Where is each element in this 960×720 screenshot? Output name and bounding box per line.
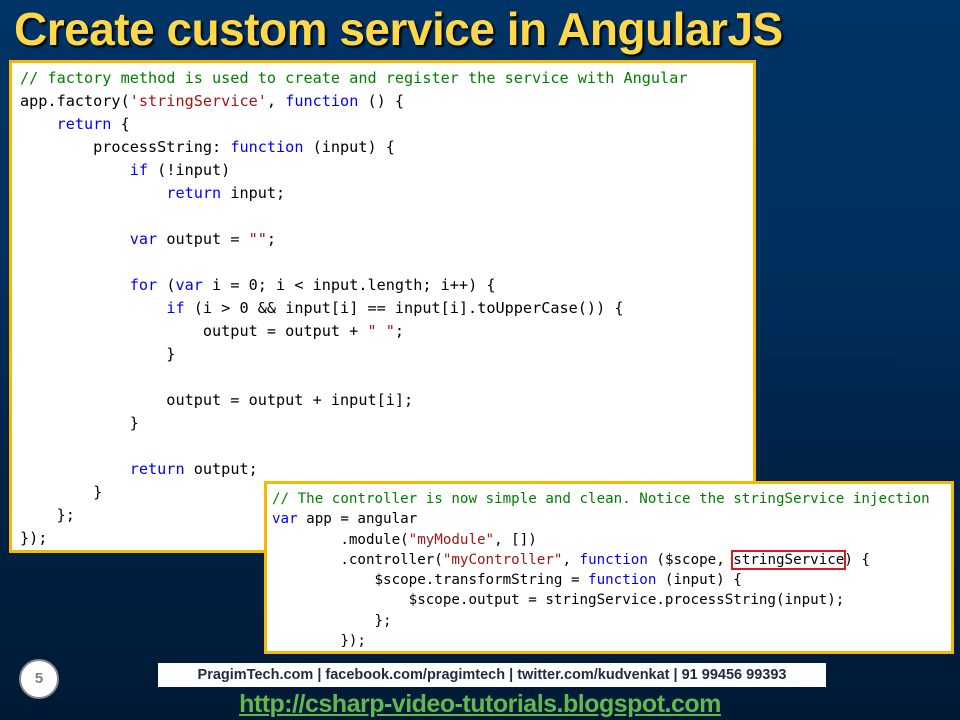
code-token: app = angular bbox=[297, 511, 418, 528]
code-token: ; bbox=[266, 230, 277, 248]
code-token: , bbox=[562, 551, 580, 568]
code-token: , []) bbox=[494, 531, 537, 548]
slide-title: Create custom service in AngularJS bbox=[14, 3, 783, 55]
code-token bbox=[20, 115, 57, 133]
code-token: return bbox=[166, 184, 222, 202]
code-token: $scope.transformString = bbox=[272, 572, 589, 589]
code-line: processString: function (input) { bbox=[20, 136, 753, 159]
code-line: .controller("myController", function ($s… bbox=[272, 549, 951, 570]
code-line: return input; bbox=[20, 182, 753, 205]
code-line: return { bbox=[20, 113, 753, 136]
highlighted-injection-token: stringService bbox=[731, 549, 847, 570]
code-line: if (!input) bbox=[20, 159, 753, 182]
code-line: // factory method is used to create and … bbox=[20, 67, 753, 90]
code-token: return bbox=[56, 115, 112, 133]
code-token: }; bbox=[272, 612, 392, 629]
code-token: // The controller is now simple and clea… bbox=[272, 491, 930, 507]
code-line: .module("myModule", []) bbox=[272, 530, 951, 550]
code-token: function bbox=[285, 92, 359, 110]
code-token bbox=[20, 276, 130, 294]
code-token: output = output + bbox=[20, 322, 368, 340]
code-line: // The controller is now simple and clea… bbox=[272, 489, 951, 509]
code-token: } bbox=[20, 345, 176, 363]
code-token: "myModule" bbox=[408, 531, 495, 548]
code-line bbox=[20, 366, 753, 389]
code-token: var bbox=[272, 511, 298, 528]
code-token: ) { bbox=[844, 551, 870, 568]
code-line: }; bbox=[272, 611, 951, 631]
code-line: } bbox=[20, 481, 753, 504]
code-line: for (var i = 0; i < input.length; i++) { bbox=[20, 274, 753, 297]
code-line: if (i > 0 && input[i] == input[i].toUppe… bbox=[20, 297, 753, 320]
code-token: (i > 0 && input[i] == input[i].toUpperCa… bbox=[184, 299, 624, 317]
code-line: app.factory('stringService', function ()… bbox=[20, 90, 753, 113]
code-token: (input) { bbox=[303, 138, 395, 156]
code-token: .controller( bbox=[272, 551, 443, 568]
code-token: var bbox=[175, 276, 203, 294]
code-token: ( bbox=[157, 276, 176, 294]
code-token: function bbox=[588, 572, 657, 589]
code-token: if bbox=[129, 161, 149, 179]
code-token: "myController" bbox=[442, 551, 563, 568]
code-line bbox=[20, 205, 753, 228]
code-token: .module( bbox=[272, 531, 409, 548]
code-token bbox=[20, 299, 166, 317]
code-line: }); bbox=[272, 631, 951, 651]
code-token: if bbox=[166, 299, 185, 317]
code-token: output = bbox=[157, 230, 249, 248]
code-line: return output; bbox=[20, 458, 753, 481]
code-token bbox=[20, 161, 130, 179]
code-token: () { bbox=[358, 92, 405, 110]
contact-bar: PragimTech.com | facebook.com/pragimtech… bbox=[158, 663, 826, 687]
code-token: for bbox=[129, 276, 158, 294]
code-token: (input) { bbox=[656, 572, 742, 589]
code-token: " " bbox=[367, 322, 395, 340]
code-line bbox=[20, 435, 753, 458]
code-line: output = output + input[i]; bbox=[20, 389, 753, 412]
code-token: { bbox=[111, 115, 130, 133]
code-line: } bbox=[20, 412, 753, 435]
code-line: }); bbox=[20, 527, 753, 550]
code-token bbox=[20, 184, 166, 202]
code-token: }); bbox=[20, 529, 48, 547]
code-token: ($scope, bbox=[647, 551, 734, 568]
code-token: , bbox=[266, 92, 286, 110]
code-token: $scope.output = stringService.processStr… bbox=[272, 592, 845, 609]
code-line bbox=[20, 251, 753, 274]
code-token: var bbox=[129, 230, 158, 248]
code-line: var app = angular bbox=[272, 509, 951, 529]
code-token: return bbox=[129, 460, 185, 478]
code-line: $scope.output = stringService.processStr… bbox=[272, 590, 951, 610]
controller-code-block: // The controller is now simple and clea… bbox=[264, 481, 954, 654]
code-token: ; bbox=[394, 322, 405, 340]
code-token: 'stringService' bbox=[129, 92, 267, 110]
blog-link[interactable]: http://csharp-video-tutorials.blogspot.c… bbox=[239, 690, 721, 718]
code-line: var output = ""; bbox=[20, 228, 753, 251]
code-token: app.factory( bbox=[20, 92, 130, 110]
code-line: } bbox=[20, 343, 753, 366]
code-token: } bbox=[20, 483, 103, 501]
code-token: "" bbox=[248, 230, 267, 248]
code-token: output = output + input[i]; bbox=[20, 391, 414, 409]
code-line: $scope.transformString = function (input… bbox=[272, 570, 951, 590]
code-token: i = 0; i < input.length; i++) { bbox=[202, 276, 496, 294]
code-token bbox=[20, 460, 130, 478]
factory-code-block: // factory method is used to create and … bbox=[9, 60, 756, 553]
code-token: // factory method is used to create and … bbox=[20, 69, 688, 87]
code-token: } bbox=[20, 414, 139, 432]
code-token: (!input) bbox=[148, 161, 231, 179]
code-token: function bbox=[579, 551, 648, 568]
code-line: output = output + " "; bbox=[20, 320, 753, 343]
page-number-badge: 5 bbox=[19, 659, 59, 699]
code-token: function bbox=[230, 138, 304, 156]
code-line: }; bbox=[20, 504, 753, 527]
code-token bbox=[20, 230, 130, 248]
code-token: }; bbox=[20, 506, 75, 524]
code-token: processString: bbox=[20, 138, 231, 156]
code-token: input; bbox=[221, 184, 286, 202]
code-token: output; bbox=[184, 460, 258, 478]
code-token: }); bbox=[272, 633, 366, 650]
